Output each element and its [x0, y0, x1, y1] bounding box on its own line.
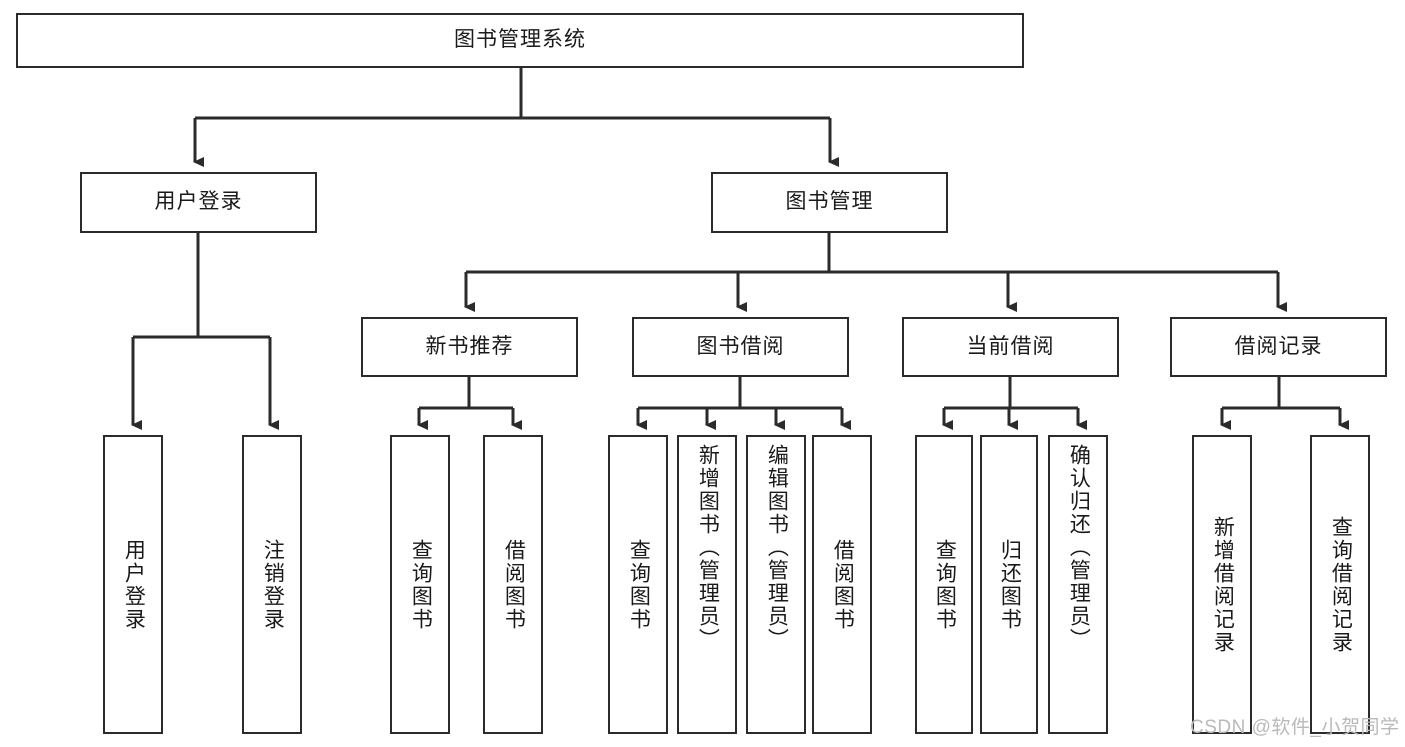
- node-leaf-user-login-login[interactable]: 用户登录: [103, 435, 163, 734]
- node-leaf-label: 查询借阅记录: [1329, 515, 1353, 654]
- node-leaf-label: 新增图书（管理员）: [696, 444, 720, 651]
- node-new-book-recommend[interactable]: 新书推荐: [361, 317, 578, 377]
- node-leaf-label: 查询图书: [409, 538, 433, 631]
- node-current-borrow[interactable]: 当前借阅: [902, 317, 1119, 377]
- node-leaf-borrow-add-book[interactable]: 新增图书（管理员）: [677, 435, 737, 734]
- node-leaf-borrow-edit-book[interactable]: 编辑图书（管理员）: [746, 435, 806, 734]
- node-leaf-recommend-borrow-book[interactable]: 借阅图书: [483, 435, 543, 734]
- node-leaf-label: 查询图书: [933, 538, 957, 631]
- node-root[interactable]: 图书管理系统: [16, 13, 1024, 68]
- node-root-label: 图书管理系统: [454, 28, 586, 52]
- node-leaf-borrow-query-book[interactable]: 查询图书: [608, 435, 668, 734]
- node-leaf-label: 借阅图书: [831, 538, 855, 631]
- node-leaf-recommend-query-book[interactable]: 查询图书: [390, 435, 450, 734]
- node-borrow-record[interactable]: 借阅记录: [1170, 317, 1387, 377]
- node-book-borrow[interactable]: 图书借阅: [632, 317, 849, 377]
- node-user-login[interactable]: 用户登录: [80, 172, 317, 233]
- node-leaf-label: 查询图书: [627, 538, 651, 631]
- node-leaf-label: 编辑图书（管理员）: [765, 444, 789, 651]
- node-leaf-borrow-borrow-book[interactable]: 借阅图书: [812, 435, 872, 734]
- node-current-borrow-label: 当前借阅: [966, 334, 1055, 358]
- node-leaf-current-return-book[interactable]: 归还图书: [980, 435, 1038, 734]
- node-leaf-label: 归还图书: [998, 538, 1022, 631]
- node-book-management[interactable]: 图书管理: [711, 172, 948, 233]
- node-leaf-user-login-logout[interactable]: 注销登录: [242, 435, 302, 734]
- node-leaf-label: 确认归还（管理员）: [1067, 444, 1091, 651]
- node-leaf-label: 借阅图书: [502, 538, 526, 631]
- csdn-watermark: CSDN @软件_小贺同学: [1190, 717, 1400, 738]
- node-leaf-label: 注销登录: [261, 538, 285, 631]
- node-leaf-label: 用户登录: [122, 538, 146, 631]
- node-leaf-label: 新增借阅记录: [1211, 515, 1235, 654]
- node-leaf-record-query-record[interactable]: 查询借阅记录: [1310, 435, 1370, 734]
- node-new-book-recommend-label: 新书推荐: [425, 334, 514, 358]
- node-borrow-record-label: 借阅记录: [1234, 334, 1323, 358]
- node-leaf-record-add-record[interactable]: 新增借阅记录: [1192, 435, 1252, 734]
- node-leaf-current-confirm-return[interactable]: 确认归还（管理员）: [1048, 435, 1108, 734]
- node-book-management-label: 图书管理: [785, 190, 874, 214]
- node-book-borrow-label: 图书借阅: [696, 334, 785, 358]
- node-leaf-current-query-book[interactable]: 查询图书: [915, 435, 973, 734]
- node-user-login-label: 用户登录: [154, 190, 243, 214]
